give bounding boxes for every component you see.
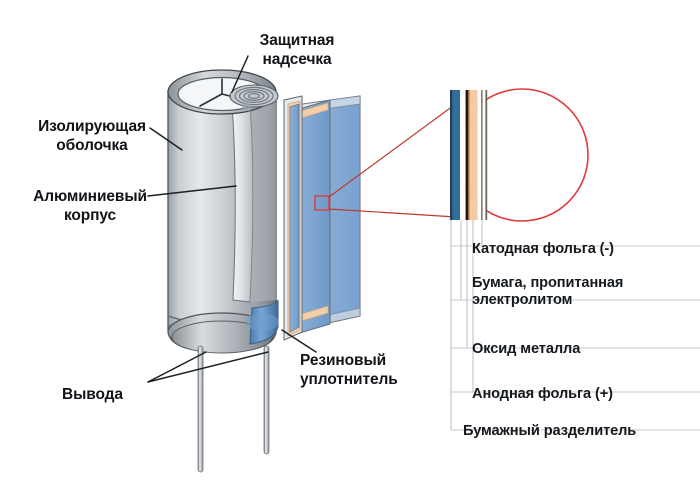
legend-item-electrolyte-paper: Бумага, пропитанная электролитом	[472, 258, 696, 310]
callout-leads-label: Вывода	[62, 386, 123, 404]
capacitor-can	[167, 69, 279, 354]
callout-leads: Вывода	[62, 368, 148, 405]
callout-sleeve: Изолирующая оболочка	[28, 100, 156, 155]
callout-case: Алюминиевый корпус	[26, 170, 154, 225]
callout-vent-label: Защитная надсечка	[259, 32, 335, 68]
callout-vent: Защитная надсечка	[232, 14, 362, 69]
capacitor-leads	[197, 345, 270, 473]
callout-sleeve-label: Изолирующая оболочка	[38, 118, 146, 154]
layer-stack	[450, 90, 488, 220]
magnifier-detail	[314, 88, 589, 430]
legend-item-metal-oxide: Оксид металла	[472, 324, 696, 358]
legend-item-anode-foil: Анодная фольга (+)	[472, 369, 696, 403]
legend-item-cathode-foil: Катодная фольга (-)	[472, 224, 696, 258]
winding-spiral	[229, 84, 279, 108]
unrolled-foil-stack	[283, 95, 361, 341]
legend-item-paper-separator-label: Бумажный разделитель	[463, 423, 637, 440]
callout-seal: Резиновый уплотнитель	[300, 334, 424, 389]
callout-seal-label: Резиновый уплотнитель	[300, 352, 398, 388]
legend-item-paper-separator: Бумажный разделитель	[463, 406, 700, 440]
legend-item-cathode-foil-label: Катодная фольга (-)	[472, 241, 614, 258]
legend-underlines	[451, 245, 700, 431]
legend-item-metal-oxide-label: Оксид металла	[472, 341, 581, 358]
callout-case-label: Алюминиевый корпус	[33, 188, 147, 224]
legend-item-electrolyte-paper-label: Бумага, пропитанная электролитом	[472, 275, 624, 309]
callout-leaders	[147, 55, 317, 383]
legend-item-anode-foil-label: Анодная фольга (+)	[472, 386, 613, 403]
magnifier-source-marker	[314, 195, 330, 211]
legend-leader-lines	[450, 220, 483, 430]
